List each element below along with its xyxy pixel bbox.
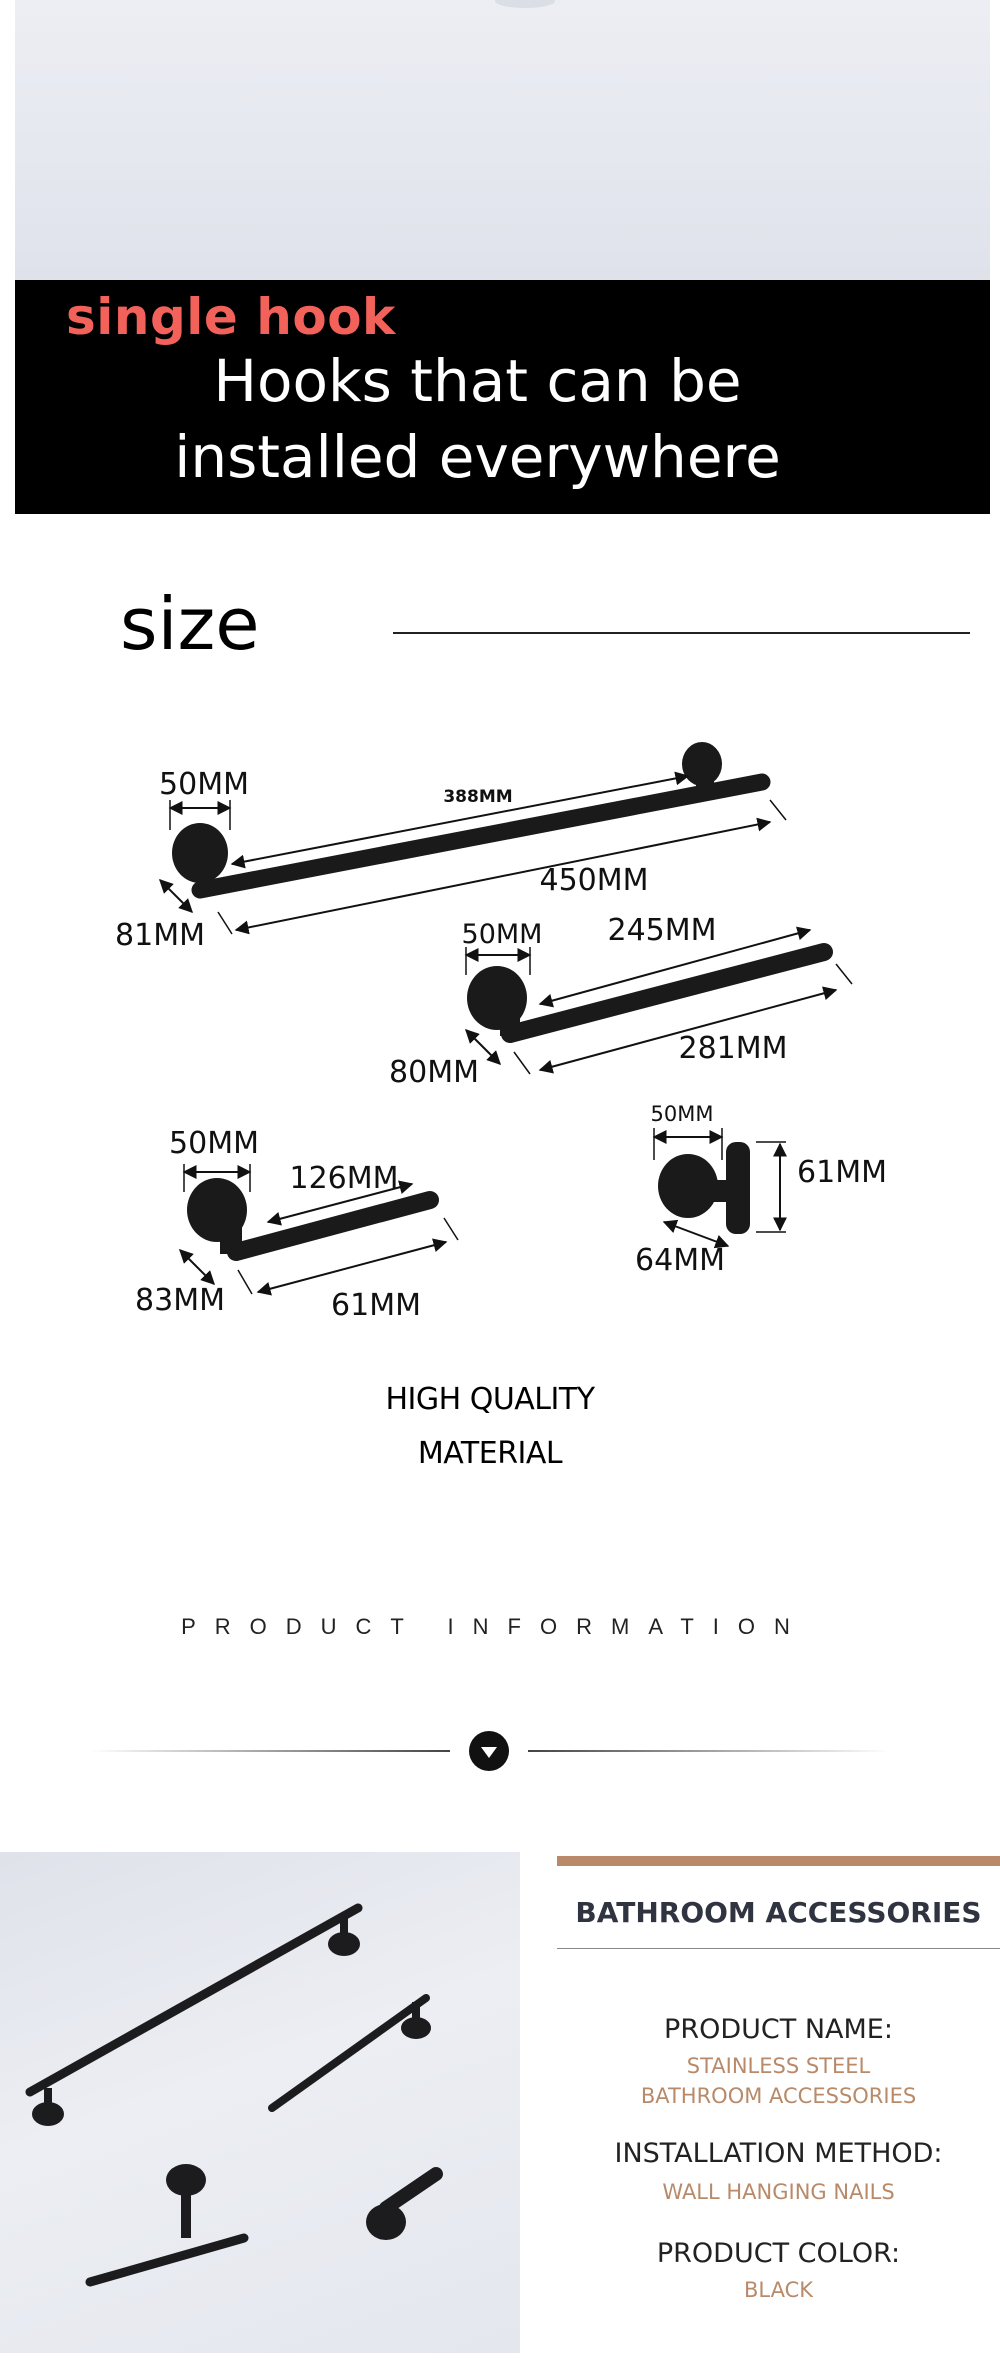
short-bar-total-length: 281MM bbox=[678, 1031, 787, 1066]
product-color-label: PRODUCT COLOR: bbox=[656, 2238, 901, 2269]
product-name-value-1: STAINLESS STEEL bbox=[686, 2054, 871, 2078]
hook-base-width: 50MM bbox=[651, 1102, 714, 1126]
promo-banner bbox=[15, 280, 990, 514]
short-bar-base-width: 50MM bbox=[462, 919, 543, 950]
divider-left-rule bbox=[90, 1750, 450, 1752]
divider-right-rule bbox=[528, 1750, 890, 1752]
short-bar-depth: 80MM bbox=[389, 1055, 479, 1090]
product-name-value-2: BATHROOM ACCESSORIES bbox=[640, 2084, 917, 2108]
paper-holder: 50MM 126MM 61MM 83MM bbox=[135, 1126, 459, 1323]
chevron-down-icon bbox=[469, 1731, 509, 1771]
photo-robe-hook bbox=[366, 2167, 443, 2240]
banner-tag: single hook bbox=[66, 288, 396, 346]
robe-hook: 50MM 61MM 64MM bbox=[635, 1102, 887, 1278]
quality-line-1: HIGH QUALITY bbox=[385, 1382, 595, 1417]
long-bar-depth: 81MM bbox=[115, 918, 205, 953]
product-information-heading: PRODUCT INFORMATION bbox=[181, 1614, 809, 1639]
hook-height: 61MM bbox=[797, 1155, 887, 1190]
size-heading: size bbox=[120, 582, 260, 666]
banner-headline-1: Hooks that can be bbox=[213, 347, 742, 415]
product-color-value: BLACK bbox=[743, 2278, 814, 2302]
dimension-diagram: 50MM 388MM 450MM 81MM 50MM 245MM 281MM 8… bbox=[115, 742, 887, 1323]
holder-total-length: 61MM bbox=[331, 1288, 421, 1323]
photo-shadow bbox=[495, 0, 555, 8]
holder-inner-length: 126MM bbox=[289, 1161, 398, 1196]
holder-depth: 83MM bbox=[135, 1283, 225, 1318]
towel-bar-short: 50MM 245MM 281MM 80MM bbox=[389, 913, 853, 1090]
towel-bar-long: 50MM 388MM 450MM 81MM bbox=[115, 742, 787, 953]
photo-long-towel-bar bbox=[25, 1903, 363, 2126]
details-accent-bar bbox=[557, 1856, 1000, 1866]
banner-headline-2: installed everywhere bbox=[174, 423, 781, 491]
long-bar-inner-length: 388MM bbox=[443, 787, 512, 807]
long-bar-total-length: 450MM bbox=[539, 863, 648, 898]
installation-method-label: INSTALLATION METHOD: bbox=[614, 2138, 943, 2169]
accessories-set-photo bbox=[0, 1852, 520, 2353]
installation-method-value: WALL HANGING NAILS bbox=[662, 2180, 895, 2204]
photo-short-towel-bar bbox=[268, 1994, 431, 2112]
hook-depth: 64MM bbox=[635, 1243, 725, 1278]
details-title-rule bbox=[557, 1948, 1000, 1949]
holder-base-width: 50MM bbox=[169, 1126, 259, 1161]
size-heading-rule bbox=[393, 632, 970, 634]
photo-paper-holder bbox=[85, 2164, 249, 2287]
short-bar-inner-length: 245MM bbox=[607, 913, 716, 948]
long-bar-base-width: 50MM bbox=[159, 767, 249, 802]
details-title: BATHROOM ACCESSORIES bbox=[575, 1896, 982, 1929]
product-name-label: PRODUCT NAME: bbox=[664, 2014, 893, 2045]
quality-line-2: MATERIAL bbox=[417, 1436, 563, 1471]
top-product-photo bbox=[15, 0, 990, 280]
